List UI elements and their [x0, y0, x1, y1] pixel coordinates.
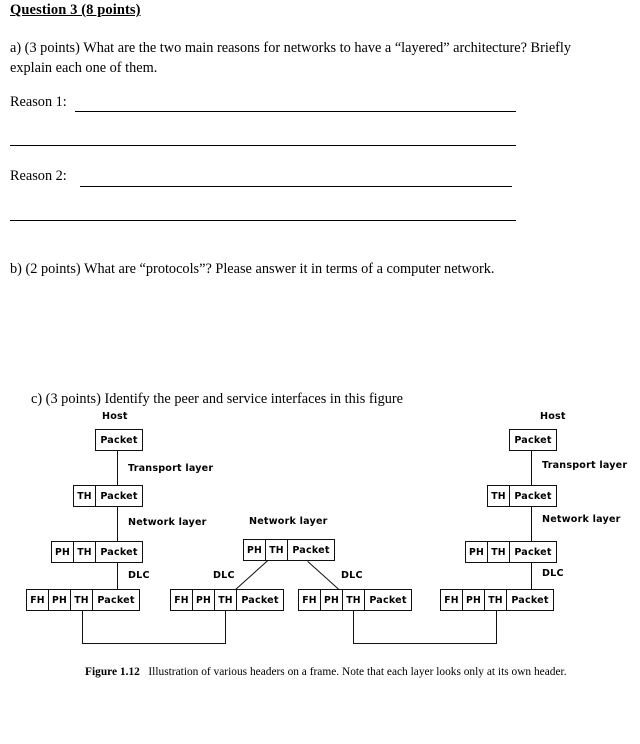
left-transport-layer-label: Transport layer: [128, 463, 214, 474]
right-dlc-layer-label: DLC: [542, 568, 564, 579]
th-cell: TH: [74, 542, 96, 562]
router-right-dlc-label: DLC: [341, 570, 363, 581]
packet-cell: Packet: [100, 434, 138, 446]
reason-1-answer-line[interactable]: [75, 111, 516, 112]
right-host-connector-3: [531, 563, 532, 589]
router-network-box: PH TH Packet: [243, 539, 335, 561]
packet-cell: Packet: [514, 490, 552, 502]
figure-caption-text: Illustration of various headers on a fra…: [148, 666, 567, 678]
packet-cell: Packet: [241, 594, 279, 606]
router-left-dlc-label: DLC: [213, 570, 235, 581]
th-cell: TH: [485, 590, 507, 610]
fh-cell: FH: [299, 590, 321, 610]
right-network-layer-label: Network layer: [542, 514, 621, 525]
th-cell: TH: [488, 486, 510, 506]
packet-cell: Packet: [100, 490, 138, 502]
packet-cell: Packet: [514, 434, 552, 446]
question-part-b: b) (2 points) What are “protocols”? Plea…: [10, 261, 495, 277]
link-2-bottom: [353, 643, 497, 644]
packet-cell: Packet: [97, 594, 135, 606]
router-right-frame-box: FH PH TH Packet: [298, 589, 412, 611]
reason-1-answer-line-2[interactable]: [10, 145, 516, 146]
th-cell: TH: [215, 590, 237, 610]
link-1-right-riser: [225, 611, 226, 644]
ph-cell: PH: [244, 540, 266, 560]
link-2-left-riser: [353, 611, 354, 643]
reason-2-label: Reason 2:: [10, 168, 67, 184]
left-dlc-layer-label: DLC: [128, 570, 150, 581]
packet-cell: Packet: [514, 546, 552, 558]
link-1-left-riser: [82, 611, 83, 643]
page-title: Question 3 (8 points): [10, 2, 141, 18]
right-host-packet-box: Packet: [509, 429, 557, 451]
reason-2-answer-line[interactable]: [80, 186, 512, 187]
packet-cell: Packet: [369, 594, 407, 606]
th-cell: TH: [71, 590, 93, 610]
right-host-transport-box: TH Packet: [487, 485, 557, 507]
right-host-label: Host: [540, 411, 566, 422]
packet-cell: Packet: [511, 594, 549, 606]
left-network-layer-label: Network layer: [128, 517, 207, 528]
left-host-frame-box: FH PH TH Packet: [26, 589, 140, 611]
link-1-bottom: [82, 643, 226, 644]
right-host-connector-2: [531, 507, 532, 541]
th-cell: TH: [74, 486, 96, 506]
th-cell: TH: [488, 542, 510, 562]
th-cell: TH: [266, 540, 288, 560]
ph-cell: PH: [49, 590, 71, 610]
reason-2-answer-line-2[interactable]: [10, 220, 516, 221]
reason-1-label: Reason 1:: [10, 94, 67, 110]
router-left-frame-box: FH PH TH Packet: [170, 589, 284, 611]
left-host-transport-box: TH Packet: [73, 485, 143, 507]
ph-cell: PH: [193, 590, 215, 610]
right-host-connector-1: [531, 451, 532, 485]
figure-1-12: Host Packet Transport layer TH Packet Ne…: [0, 403, 640, 713]
figure-caption: Figure 1.12 Illustration of various head…: [85, 665, 585, 680]
fh-cell: FH: [441, 590, 463, 610]
question-part-c: c) (3 points) Identify the peer and serv…: [31, 391, 403, 407]
left-host-connector-2: [117, 507, 118, 541]
ph-cell: PH: [463, 590, 485, 610]
link-2-right-riser: [496, 611, 497, 644]
fh-cell: FH: [171, 590, 193, 610]
figure-caption-number: Figure 1.12: [85, 666, 140, 678]
left-host-packet-box: Packet: [95, 429, 143, 451]
th-cell: TH: [343, 590, 365, 610]
ph-cell: PH: [321, 590, 343, 610]
router-network-layer-label: Network layer: [249, 516, 328, 527]
right-host-network-box: PH TH Packet: [465, 541, 557, 563]
left-host-connector-1: [117, 451, 118, 485]
ph-cell: PH: [52, 542, 74, 562]
question-part-a: a) (3 points) What are the two main reas…: [10, 40, 572, 76]
ph-cell: PH: [466, 542, 488, 562]
left-host-connector-3: [117, 563, 118, 589]
right-host-frame-box: FH PH TH Packet: [440, 589, 554, 611]
left-host-network-box: PH TH Packet: [51, 541, 143, 563]
left-host-label: Host: [102, 411, 128, 422]
right-transport-layer-label: Transport layer: [542, 460, 628, 471]
packet-cell: Packet: [100, 546, 138, 558]
packet-cell: Packet: [292, 544, 330, 556]
fh-cell: FH: [27, 590, 49, 610]
